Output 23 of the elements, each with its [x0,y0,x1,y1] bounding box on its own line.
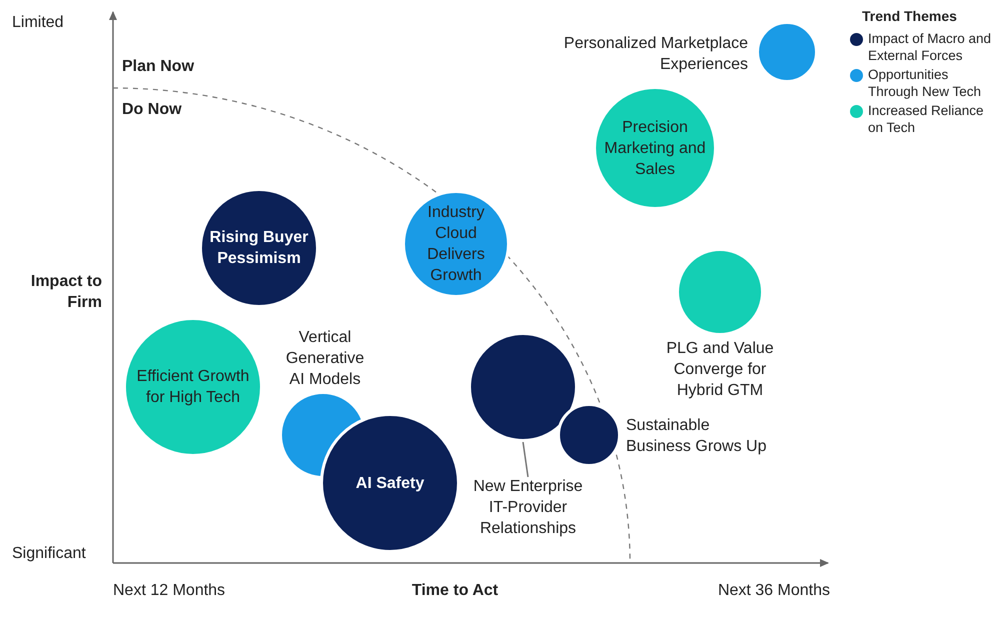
zone-label: Plan Now [122,57,196,77]
axis-label: Significant [12,544,87,564]
bubble-label: Precision Marketing and Sales [603,118,707,180]
bubble-label: Industry Cloud Delivers Growth [426,203,486,286]
bubble-label: New Enterprise IT-Provider Relationships [470,476,586,539]
bubble-label: PLG and Value Converge for Hybrid GTM [665,339,775,401]
bubble-label: Vertical Generative AI Models [284,328,366,390]
legend-title: Trend Themes [862,7,958,26]
axis-title: Impact to Firm [30,272,102,313]
leader-line [522,442,529,478]
legend-label: Opportunities Through New Tech [868,66,982,100]
legend-label: Impact of Macro and External Forces [868,30,992,64]
bubble-label: AI Safety [356,474,424,494]
axis-label: Next 12 Months [113,581,226,601]
axis-label: Limited [12,13,65,33]
bubble-label: Efficient Growth for High Tech [136,367,250,408]
bubble-label: Sustainable Business Grows Up [626,416,768,457]
legend-label: Increased Reliance on Tech [868,102,985,136]
bubble-label: Personalized Marketplace Experiences [562,34,748,75]
zone-label: Do Now [122,100,183,120]
axis-title: Time to Act [410,581,500,601]
axis-label: Next 36 Months [716,581,830,601]
bubble-label: Rising Buyer Pessimism [208,228,310,269]
